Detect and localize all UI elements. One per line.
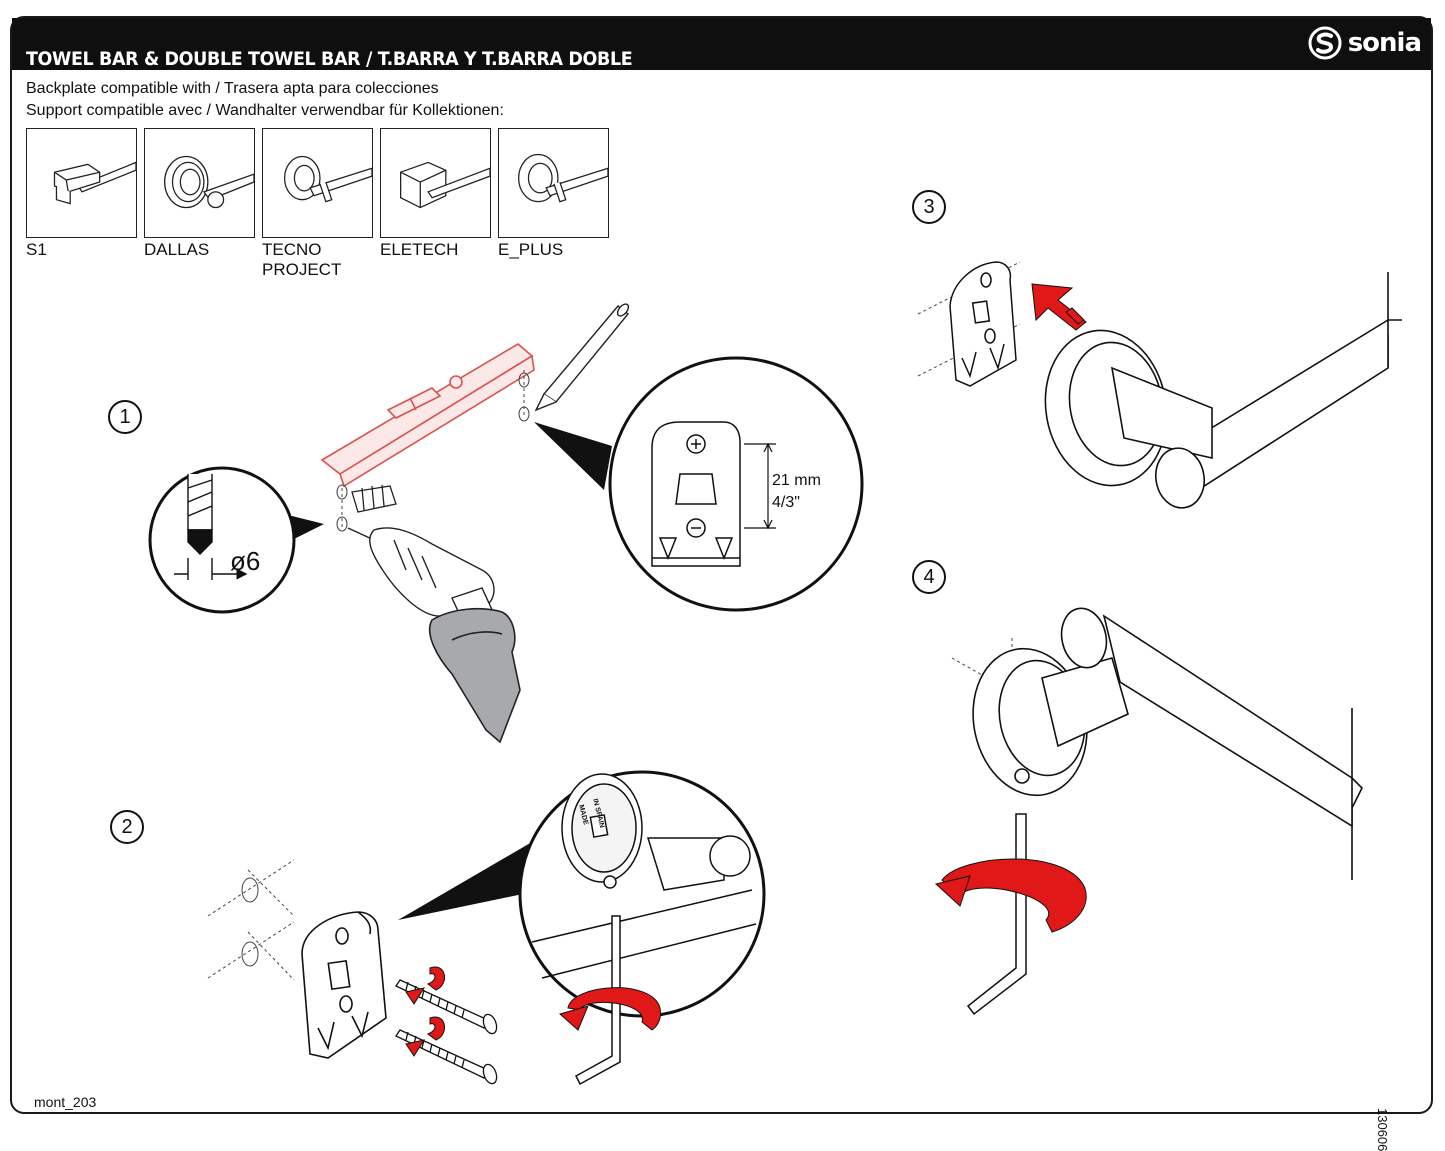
backplate-icon <box>301 911 387 1059</box>
bracket-detail-icon <box>651 421 741 567</box>
eletech-bar-icon <box>400 161 491 209</box>
template-guide <box>320 343 535 488</box>
drill-bit-callout <box>148 466 296 614</box>
towel-bar-step4-icon <box>972 607 1363 880</box>
rotate-arrow-icon-key-step4 <box>934 858 1087 933</box>
screw-icon-1 <box>395 979 498 1035</box>
drill-bit-icon <box>174 474 242 580</box>
rosette-detail-icon <box>531 773 757 979</box>
instruction-sheet: TOWEL BAR & DOUBLE TOWEL BAR / T.BARRA Y… <box>10 16 1433 1151</box>
wall-plug-icon <box>351 484 397 513</box>
sonia-logo-icon <box>1308 26 1342 60</box>
distance-mm-label: 21 mm <box>772 472 821 489</box>
callout-pointer-bracket <box>534 422 612 490</box>
backplate-step3-icon <box>949 261 1017 387</box>
collection-tile-tecno-project <box>262 128 373 238</box>
marking-dots <box>336 370 530 532</box>
step-number-2: 2 <box>110 810 144 844</box>
dimension-marker <box>744 442 776 530</box>
distance-inch-label: 4/3" <box>772 494 800 511</box>
wall-drill-marks <box>207 859 295 981</box>
rotate-arrow-icon-screw-1 <box>405 966 445 1005</box>
rotate-arrow-icon-key-step2 <box>558 987 661 1031</box>
compat-line-2: Support compatible avec / Wandhalter ver… <box>26 102 504 119</box>
collection-tile-s1 <box>26 128 137 238</box>
rosette-detail-callout <box>518 770 766 1018</box>
collection-label-e-plus: E_PLUS <box>498 240 564 259</box>
collection-tile-eletech <box>380 128 491 238</box>
callout-pointer-rosette <box>398 842 542 920</box>
collection-label-s1: S1 <box>26 240 47 259</box>
assembly-illustration <box>148 261 1402 1086</box>
collection-label-dallas: DALLAS <box>144 240 210 259</box>
step-number-4: 4 <box>912 560 946 594</box>
allen-key-icon-step2 <box>575 915 621 1086</box>
step-number-3: 3 <box>912 190 946 224</box>
collection-label-eletech: ELETECH <box>380 240 459 259</box>
screw-icon-2 <box>395 1029 498 1085</box>
e-plus-bar-icon <box>518 153 609 203</box>
collection-label-tecno-project: TECNO PROJECT <box>262 240 342 279</box>
rotate-arrow-icon-screw-2 <box>405 1016 445 1057</box>
drill-diameter-label: ø6 <box>230 546 261 576</box>
push-arrow-icon <box>1031 283 1087 331</box>
header-bar: TOWEL BAR & DOUBLE TOWEL BAR / T.BARRA Y… <box>12 18 1431 70</box>
step-number-1: 1 <box>108 400 142 434</box>
dallas-bar-icon <box>164 155 255 209</box>
allen-key-icon-step4 <box>966 813 1027 1016</box>
reference-code: 130606 <box>1374 1108 1390 1151</box>
pencil-icon <box>534 303 630 412</box>
collection-tile-e-plus <box>498 128 609 238</box>
brand-name: sonia <box>1347 28 1422 58</box>
document-code: mont_203 <box>34 1094 97 1110</box>
compat-line-1: Backplate compatible with / Trasera apta… <box>26 80 439 97</box>
page-title: TOWEL BAR & DOUBLE TOWEL BAR / T.BARRA Y… <box>26 48 633 70</box>
collection-tile-dallas <box>144 128 255 238</box>
s1-bar-icon <box>53 161 137 205</box>
hand-icon <box>428 607 521 744</box>
towel-bar-step3-icon <box>1044 272 1402 509</box>
wall-marks-step3 <box>917 261 1021 377</box>
tecno-project-bar-icon <box>283 155 373 203</box>
brand-logo: sonia <box>1308 26 1422 60</box>
